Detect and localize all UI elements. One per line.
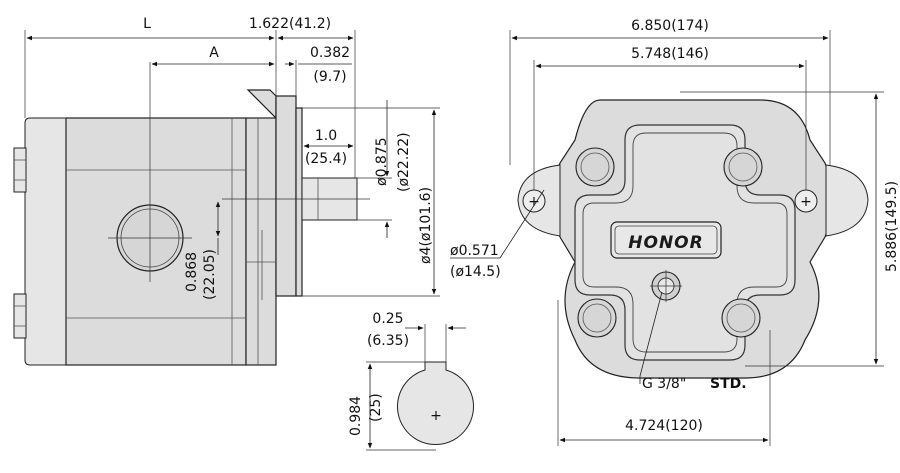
dim-shaft-dia-mm-label: (ø22.22) [396,132,412,192]
dim-flange-in-label: 0.382 [310,45,350,61]
port-std-label: STD. [710,376,747,392]
dim-port-offset-mm-label: (22.05) [202,249,218,300]
logo-plate [610,221,722,259]
dim-shaft-dia-in-label: ø0.875 [374,137,390,186]
dim-hole-mm-label: (ø14.5) [450,264,501,280]
dim-pilot-dia-label: ø4(ø101.6) [418,187,434,264]
brand-logo: HONOR [628,233,703,253]
dim-shaft-height-mm-label: (25) [368,393,384,422]
dim-A-label: A [209,45,219,61]
bolt-bottom-right [721,298,761,338]
dim-flange-mm-label: (9.7) [313,69,346,85]
side-view: L A 1.622(41.2) 0.382 (9.7) 1.0 (25.4) ø… [13,16,440,366]
dim-hole-in-label: ø0.571 [450,243,499,259]
bolt-top-right [723,147,763,187]
bolt-head-bottom [13,293,27,339]
dim-height-label: 5.886(149.5) [884,181,900,272]
bolt-top-left [575,147,615,187]
dim-shaft-length-in-label: 1.0 [315,128,337,144]
bolt-bottom-left [577,298,617,338]
dim-bolt-spacing-label: 5.748(146) [631,46,709,62]
bolt-head-top [13,147,27,193]
shaft-cross-section [397,361,474,445]
mounting-flange [246,89,277,120]
port-size-label: G 3/8" [642,376,686,392]
front-section [245,117,277,366]
shaft-section-view: + 0.25 (6.35) 0.984 (25) [348,311,474,451]
dim-L-label: L [143,16,151,32]
right-ear [825,164,869,237]
flange-plate [275,95,297,297]
rear-cover [24,117,67,366]
hole-mark-left: + [528,194,540,210]
hole-mark-right: + [800,194,812,210]
pilot [295,107,303,297]
dim-shaft-height-in-label: 0.984 [348,396,364,436]
dim-overall-width-label: 6.850(174) [631,18,709,34]
dim-key-in-label: 0.25 [372,311,403,327]
dim-port-offset-in-label: 0.868 [184,252,200,292]
dim-mount-length-label: 1.622(41.2) [249,16,331,32]
dim-key-mm-label: (6.35) [367,333,409,349]
shaft-center-mark: + [430,408,442,424]
dim-shaft-length-mm-label: (25.4) [305,151,347,167]
front-view: HONOR + + [450,18,900,446]
dim-body-width-label: 4.724(120) [625,418,703,434]
